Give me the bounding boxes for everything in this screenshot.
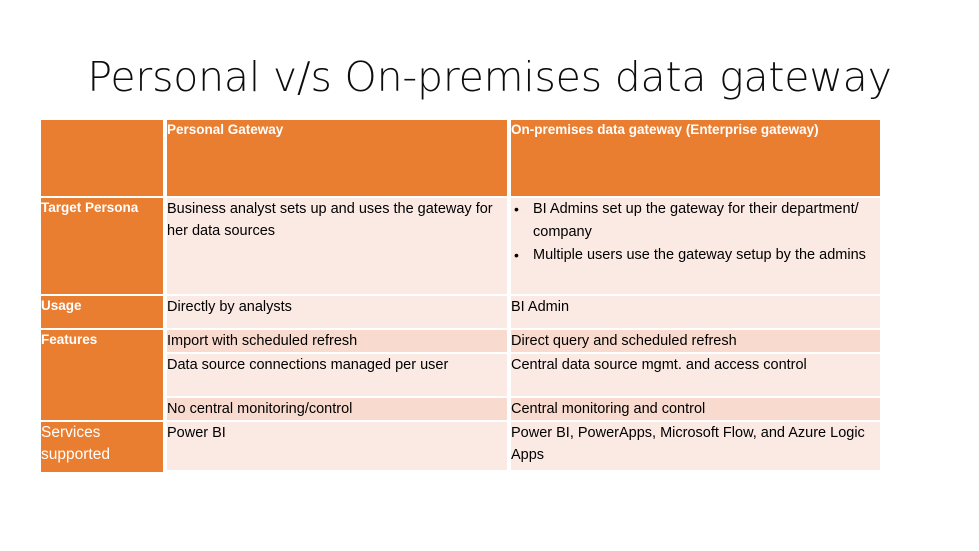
row-label-usage: Usage — [41, 296, 163, 330]
cell-features-2-personal: Data source connections managed per user — [163, 354, 507, 398]
cell-services-personal: Power BI — [163, 422, 507, 472]
table-row-features-2: Data source connections managed per user… — [41, 354, 880, 398]
cell-usage-enterprise: BI Admin — [507, 296, 880, 330]
header-enterprise-gateway: On-premises data gateway (Enterprise gat… — [507, 120, 880, 198]
table-row-features-1: Features Import with scheduled refresh D… — [41, 330, 880, 422]
cell-target-persona-personal: Business analyst sets up and uses the ga… — [163, 198, 507, 296]
cell-features-3-personal: No central monitoring/control — [163, 398, 507, 422]
enterprise-persona-bullet-list: BI Admins set up the gateway for their d… — [511, 198, 880, 267]
table-row-features-3: No central monitoring/control Central mo… — [41, 398, 880, 422]
row-label-features: Features — [41, 330, 163, 422]
cell-target-persona-enterprise: BI Admins set up the gateway for their d… — [507, 198, 880, 296]
table-header-row: Personal Gateway On-premises data gatewa… — [41, 120, 880, 198]
cell-features-3-enterprise: Central monitoring and control — [507, 398, 880, 422]
cell-features-1-enterprise: Direct query and scheduled refresh — [507, 330, 880, 354]
table-row-target-persona: Target Persona Business analyst sets up … — [41, 198, 880, 296]
row-label-services-supported: Services supported — [41, 422, 163, 472]
cell-services-enterprise: Power BI, PowerApps, Microsoft Flow, and… — [507, 422, 880, 472]
cell-features-2-enterprise: Central data source mgmt. and access con… — [507, 354, 880, 398]
table-row-services-supported: Services supported Power BI Power BI, Po… — [41, 422, 880, 472]
cell-usage-personal: Directly by analysts — [163, 296, 507, 330]
cell-features-1-personal: Import with scheduled refresh — [163, 330, 507, 354]
list-item: BI Admins set up the gateway for their d… — [511, 198, 880, 244]
header-corner-cell — [41, 120, 163, 198]
table-row-usage: Usage Directly by analysts BI Admin — [41, 296, 880, 330]
row-label-target-persona: Target Persona — [41, 198, 163, 296]
comparison-table: Personal Gateway On-premises data gatewa… — [41, 120, 880, 472]
page-title: Personal v/s On-premises data gateway — [87, 53, 892, 101]
header-personal-gateway: Personal Gateway — [163, 120, 507, 198]
list-item: Multiple users use the gateway setup by … — [511, 244, 880, 267]
